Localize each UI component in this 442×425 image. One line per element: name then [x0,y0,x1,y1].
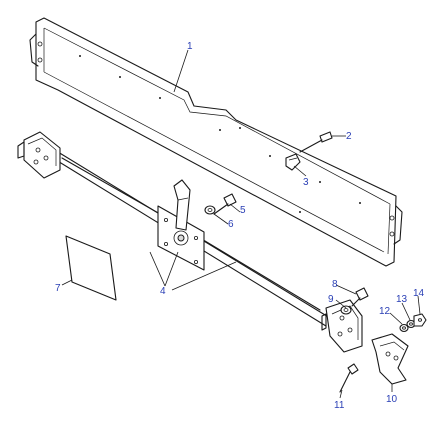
bolt-part-11 [339,363,359,393]
callout-1: 1 [187,41,193,52]
screw-part-2 [299,131,333,153]
plate-part-7 [65,235,117,301]
striker-bracket-part-10 [371,333,409,385]
callout-8: 8 [332,279,338,290]
washer-part-12 [399,323,409,333]
washer-part-9 [340,305,352,315]
tailgate-panel-part-1 [29,17,403,267]
callout-2: 2 [346,131,352,142]
callout-13: 13 [396,294,408,305]
callout-12: 12 [379,306,391,317]
callout-5: 5 [240,205,246,216]
callout-7: 7 [55,283,61,294]
lock-rod-assembly-part-4 [17,131,363,353]
nut-part-14 [413,313,427,327]
callout-11: 11 [334,400,345,411]
bolt-part-5 [213,193,237,215]
callout-10: 10 [386,394,398,405]
bolt-part-8 [351,287,369,307]
callout-9: 9 [328,294,334,305]
callout-3: 3 [303,177,309,188]
callout-6: 6 [228,219,234,230]
callout-labels: 1 2 3 4 5 6 7 8 9 10 11 12 13 14 [55,41,425,411]
washer-part-6 [204,205,216,215]
callout-14: 14 [413,288,425,299]
clip-part-3 [285,153,301,171]
leader-lines [61,49,421,399]
callout-4: 4 [160,286,166,297]
